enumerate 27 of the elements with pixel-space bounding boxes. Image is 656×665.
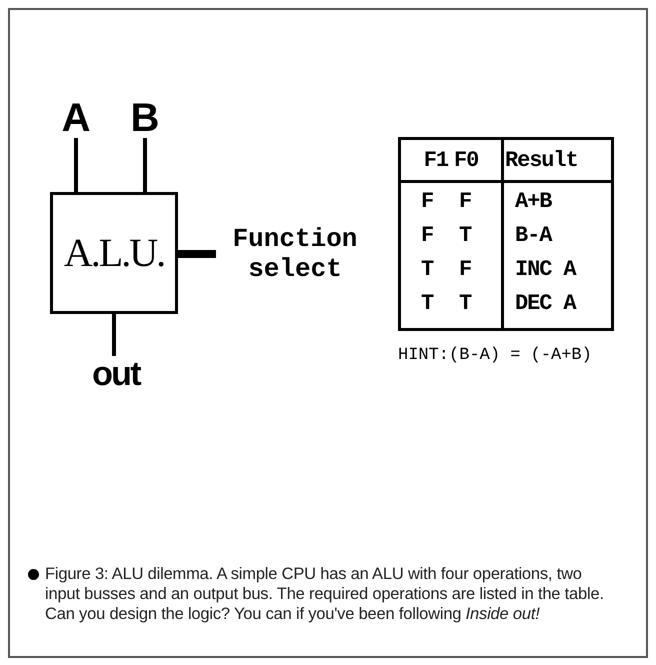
table-cell: T: [459, 290, 472, 318]
table-cell: F: [459, 188, 472, 216]
table-cell: T: [459, 222, 472, 250]
column-header: Result: [505, 147, 578, 175]
table-cell: T: [421, 256, 434, 284]
bus-line: [178, 250, 216, 258]
table-cell: T: [421, 290, 434, 318]
signal-line: [112, 314, 116, 356]
table-cell: DEC A: [515, 290, 576, 318]
signal-line: [74, 138, 78, 192]
column-header: F0: [454, 147, 478, 175]
table-cell: F: [421, 222, 434, 250]
column-header: F1: [424, 147, 448, 175]
alu-block: [50, 192, 178, 314]
table-cell: A+B: [515, 188, 552, 216]
signal-label: B: [130, 98, 160, 138]
table-cell: F: [459, 256, 472, 284]
figure-caption: Figure 3: ALU dilemma. A simple CPU has an ALU with four operations, two input busses and an output bus. The required operations are listed in the table. Can you design the logic? You can if you've been following Inside out!: [45, 564, 605, 624]
signal-label: A: [62, 98, 90, 138]
table-cell: F: [421, 188, 434, 216]
table-cell: B-A: [515, 222, 552, 250]
signal-line: [143, 138, 147, 192]
block-label: A.L.U.: [64, 229, 164, 277]
table-cell: INC A: [515, 256, 576, 284]
control-label: Function select: [232, 224, 358, 284]
hint-note: HINT:(B-A) = (-A+B): [398, 345, 592, 367]
signal-label: out: [92, 357, 140, 391]
